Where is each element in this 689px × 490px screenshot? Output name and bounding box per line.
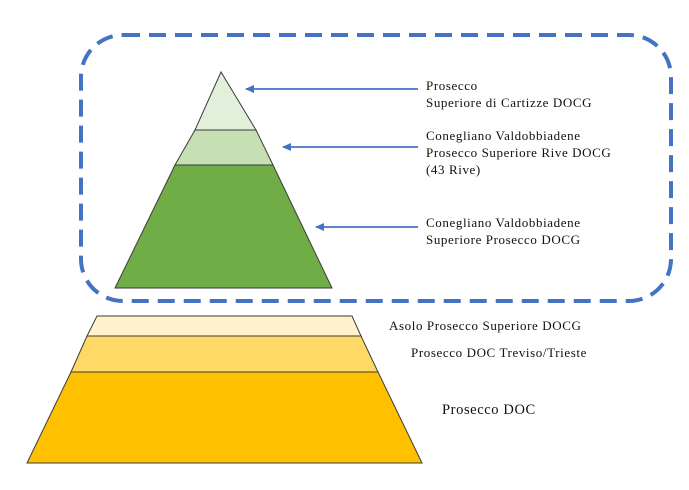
tier-doc-shape xyxy=(26,371,423,464)
label-rive-line-3: (43 Rive) xyxy=(426,162,481,177)
tier-asolo-shape xyxy=(86,315,362,337)
tier-rive-shape xyxy=(174,129,274,166)
label-docg-line-1: Conegliano Valdobbiadene xyxy=(426,215,581,230)
label-rive-line-1: Conegliano Valdobbiadene xyxy=(426,128,581,143)
label-rive-line-2: Prosecco Superiore Rive DOCG xyxy=(426,145,612,160)
tier-cartizze-shape xyxy=(194,70,257,131)
label-rive: Conegliano Valdobbiadene Prosecco Superi… xyxy=(426,127,611,178)
label-cartizze-line-2: Superiore di Cartizze DOCG xyxy=(426,95,593,110)
label-docg: Conegliano Valdobbiadene Superiore Prose… xyxy=(426,214,581,248)
tier-treviso-shape xyxy=(70,335,379,373)
docg-dashed-frame xyxy=(79,33,673,303)
label-cartizze: Prosecco Superiore di Cartizze DOCG xyxy=(426,77,592,111)
label-docg-line-2: Superiore Prosecco DOCG xyxy=(426,232,581,247)
label-treviso: Prosecco DOC Treviso/Trieste xyxy=(411,345,587,360)
label-doc: Prosecco DOC xyxy=(442,402,536,418)
label-asolo: Asolo Prosecco Superiore DOCG xyxy=(389,318,582,333)
label-cartizze-line-1: Prosecco xyxy=(426,78,478,93)
tier-docg-shape xyxy=(114,164,333,289)
